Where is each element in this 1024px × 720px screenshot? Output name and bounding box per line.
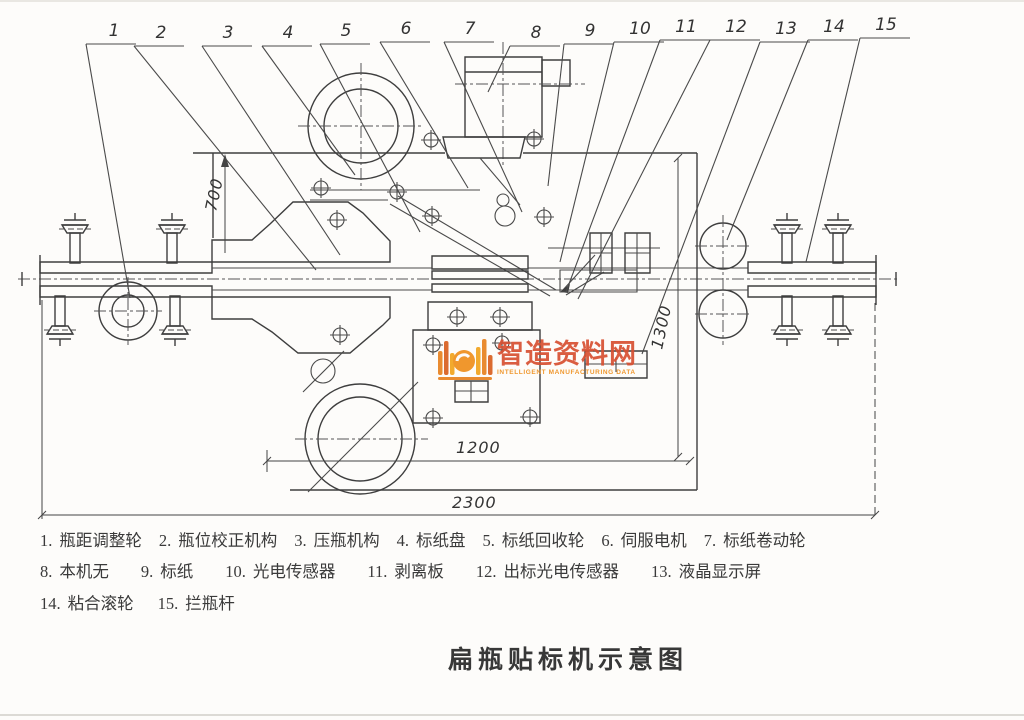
legend-row: 8.本机无 9.标纸 10.光电传感器 11.剥离板 12.出标光电传感器 13.液晶显示…: [40, 557, 970, 587]
right-conveyor: [695, 212, 876, 347]
legend-item: 14.粘合滚轮: [40, 594, 134, 613]
legend-item: 10.光电传感器: [225, 562, 336, 581]
drawing-title: 扁瓶贴标机示意图: [448, 647, 689, 674]
callout-14: 14: [823, 17, 845, 37]
legend-item: 11.剥离板: [367, 562, 444, 581]
dimension-700: 700: [201, 154, 229, 253]
labeling-station: [428, 256, 637, 330]
legend-item: 4.标纸盘: [396, 531, 466, 550]
sensor-blocks: [548, 233, 660, 273]
svg-text:2300: 2300: [452, 493, 497, 512]
machine-frame: [193, 153, 697, 490]
adjust-screw-post: [155, 212, 189, 264]
label-paper-disc: [298, 63, 424, 190]
callout-13: 13: [775, 19, 797, 39]
lower-housing: [303, 324, 540, 429]
label-recovery-disc: [295, 382, 428, 494]
callout-leaders: [86, 38, 910, 354]
svg-text:700: 700: [201, 176, 227, 213]
legend-item: 12.出标光电传感器: [475, 562, 620, 581]
callout-12: 12: [725, 17, 747, 37]
callout-15: 15: [875, 15, 897, 35]
legend-item: 6.伺服电机: [601, 531, 687, 550]
adjust-screw-post: [770, 212, 804, 264]
callout-10: 10: [629, 19, 651, 39]
legend-item: 7.标纸卷动轮: [703, 531, 806, 550]
glue-roller-wheels: [695, 215, 751, 345]
legend: 1.瓶距调整轮 2.瓶位校正机构 3.压瓶机构 4.标纸盘 5.标纸回收轮 6.伺服电机 7…: [40, 526, 970, 619]
scan-edge: [0, 0, 1024, 2]
dimension-1200: 1200: [263, 438, 694, 472]
scan-edge: [0, 714, 1024, 716]
legend-item: 2.瓶位校正机构: [158, 531, 278, 550]
svg-text:1300: 1300: [647, 303, 675, 351]
legend-item: 3.压瓶机构: [294, 531, 380, 550]
callout-11: 11: [675, 17, 697, 37]
svg-text:1200: 1200: [456, 438, 501, 457]
callout-6: 6: [401, 19, 412, 39]
callout-9: 9: [585, 21, 596, 41]
legend-item: 15.拦瓶杆: [157, 594, 235, 613]
adjust-screw-post: [770, 295, 804, 347]
lcd-panel: [585, 351, 647, 378]
legend-item: 5.标纸回收轮: [482, 531, 585, 550]
adjust-screw-post: [821, 295, 855, 347]
dimension-2300: 2300: [38, 300, 879, 519]
adjust-screw-post: [58, 212, 92, 264]
legend-item: 13.液晶显示屏: [651, 562, 762, 581]
callout-5: 5: [341, 21, 352, 41]
legend-item: 9.标纸: [140, 562, 194, 581]
callout-4: 4: [283, 23, 294, 43]
legend-item: 8.本机无: [40, 562, 109, 581]
legend-row: 14.粘合滚轮 15.拦瓶杆: [40, 589, 970, 619]
callout-3: 3: [223, 23, 234, 43]
legend-row: 1.瓶距调整轮 2.瓶位校正机构 3.压瓶机构 4.标纸盘 5.标纸回收轮 6.伺服电机 7…: [40, 526, 970, 556]
callout-numbers: 1 2 3 4 5 6 7 8 9 10 11 12 13 14 15: [109, 15, 897, 43]
callout-1: 1: [109, 21, 120, 41]
adjust-screw-post: [821, 212, 855, 264]
callout-7: 7: [465, 19, 476, 39]
callout-8: 8: [531, 23, 542, 43]
adjust-screw-post: [158, 295, 192, 347]
dimension-1300: 1300: [647, 154, 682, 461]
legend-item: 1.瓶距调整轮: [40, 531, 142, 550]
adjust-screw-post: [43, 295, 77, 347]
callout-2: 2: [156, 23, 167, 43]
